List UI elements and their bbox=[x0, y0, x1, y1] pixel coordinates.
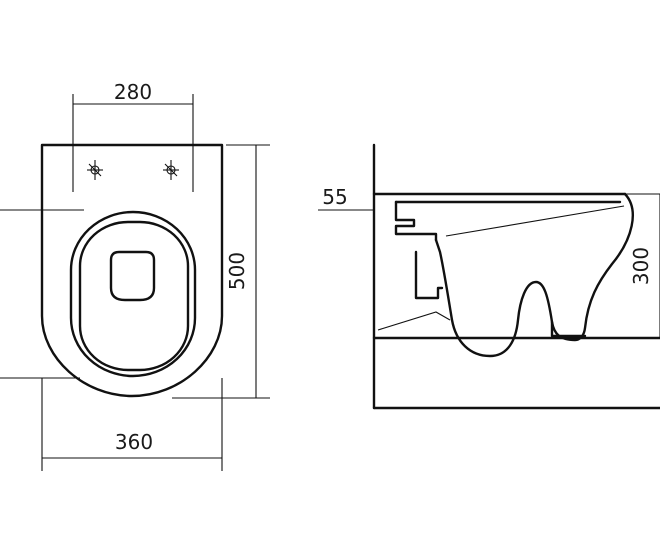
dimension-280 bbox=[72, 94, 194, 192]
side-view: 55 300 bbox=[318, 143, 660, 410]
dim-label-280: 280 bbox=[114, 80, 152, 104]
fixing-hole-right bbox=[163, 160, 179, 180]
back-flange bbox=[394, 200, 438, 242]
lower-rear bbox=[377, 311, 451, 331]
dim-label-55: 55 bbox=[322, 185, 347, 209]
dimension-300 bbox=[626, 193, 660, 338]
dim-label-300: 300 bbox=[629, 247, 653, 285]
base-foot bbox=[550, 320, 587, 338]
dim-label-500: 500 bbox=[225, 252, 249, 290]
top-view: 280 360 500 bbox=[0, 80, 270, 471]
outlet-outline bbox=[109, 250, 156, 302]
bowl-top-outline bbox=[40, 143, 224, 398]
dimension-360 bbox=[41, 378, 223, 471]
bowl-opening bbox=[78, 220, 190, 372]
fixing-hole-left bbox=[87, 160, 103, 180]
bowl-front-profile bbox=[434, 192, 634, 358]
dimension-500 bbox=[172, 144, 270, 399]
bowl-slope bbox=[445, 205, 625, 237]
outlet-pipe bbox=[414, 250, 444, 300]
seat-rim bbox=[69, 210, 197, 378]
dim-label-360: 360 bbox=[115, 430, 153, 454]
